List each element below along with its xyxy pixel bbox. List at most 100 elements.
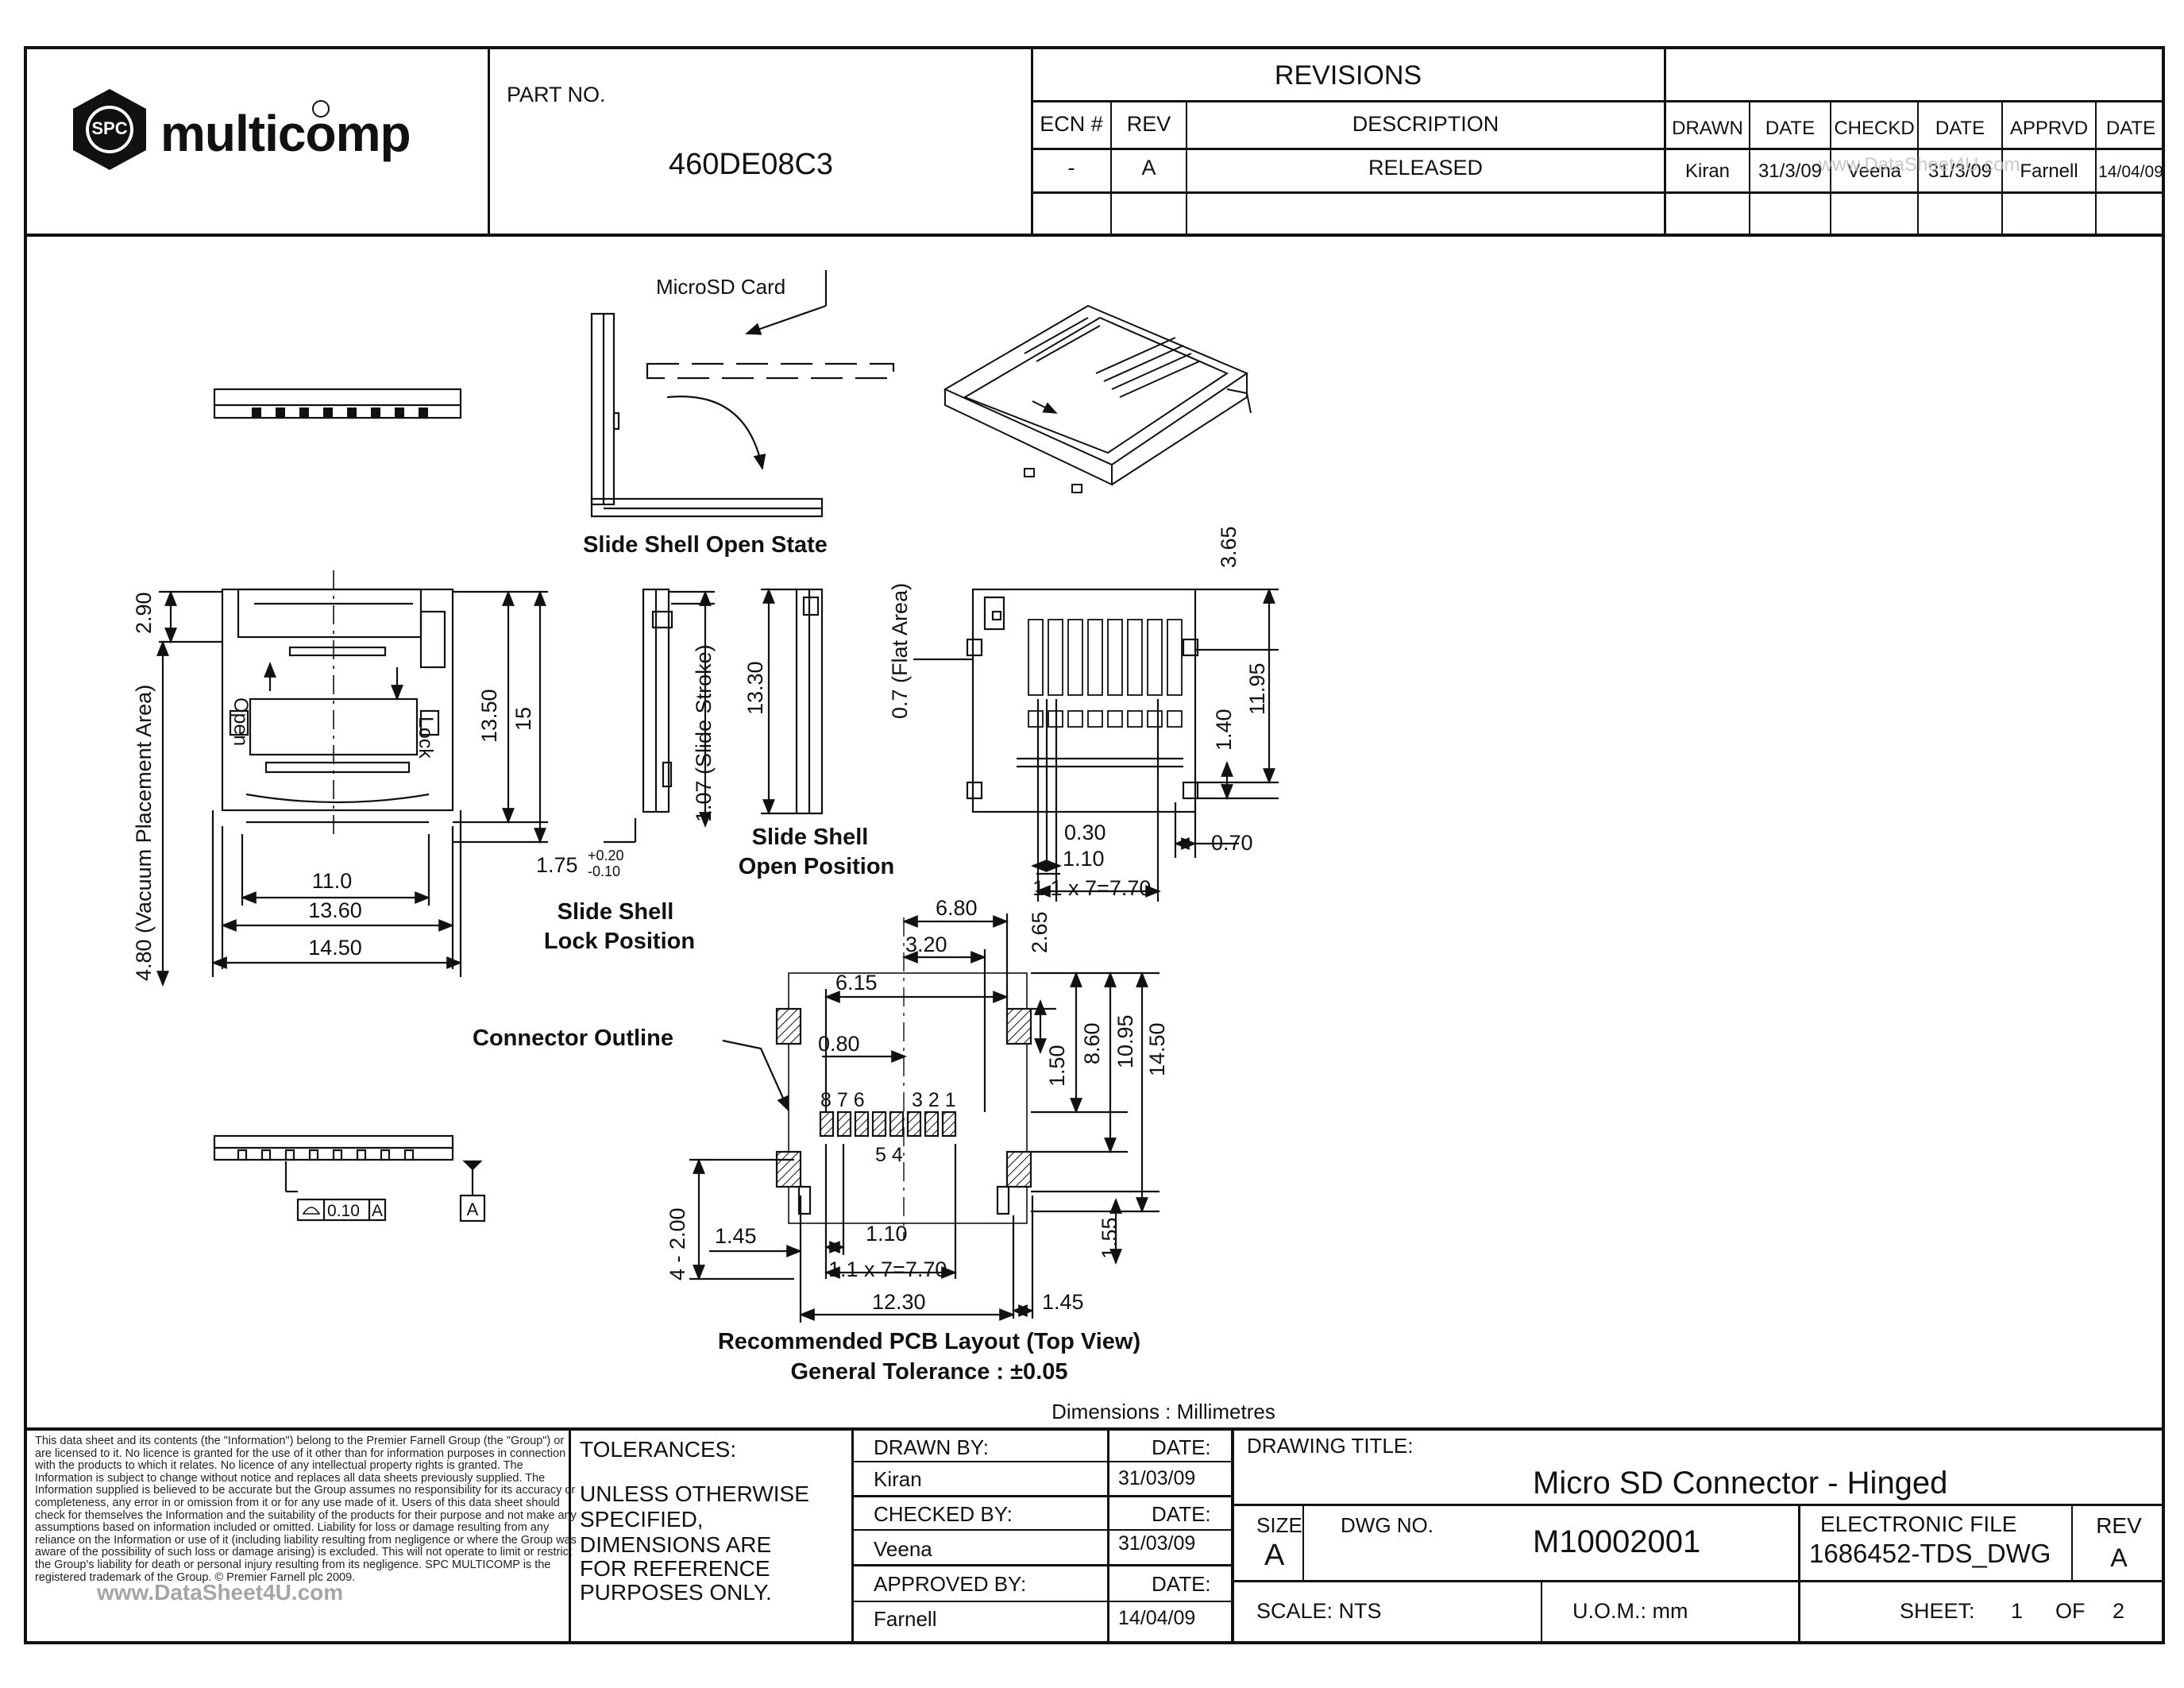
dim-1195: 11.95 — [1245, 662, 1269, 715]
sign-col-date2: DATE — [1935, 118, 1985, 139]
sign-col-date3: DATE — [2105, 118, 2156, 139]
rev-value: A — [2110, 1543, 2128, 1572]
dim-615: 6.15 — [835, 971, 878, 995]
rev-label: REV — [2096, 1513, 2142, 1538]
dim-1450b: 14.50 — [1145, 1022, 1169, 1076]
header-watermark: www.DataSheet4U.com — [1819, 154, 2020, 176]
label-pcb-layout: Recommended PCB Layout (Top View) — [718, 1329, 1140, 1354]
electronic-file-label: ELECTRONIC FILE — [1820, 1512, 2017, 1536]
dim-155: 1.55 — [1098, 1217, 1121, 1259]
approved-date-value: 14/04/09 — [1118, 1607, 1196, 1629]
sign-row-date1: 31/3/09 — [1758, 160, 1823, 182]
dim-07-flat: 0.7 (Flat Area) — [888, 583, 912, 719]
tolerances-line-1: UNLESS OTHERWISE — [580, 1481, 809, 1506]
side-view-bottom — [213, 1134, 486, 1223]
tolerances-label: TOLERANCES: — [580, 1437, 737, 1462]
dim-110c: 1.10 — [866, 1222, 908, 1246]
label-lock-position-2: Lock Position — [544, 929, 695, 954]
pin-labels-321: 3 2 1 — [912, 1089, 956, 1111]
sign-col-checkd: CHECKD — [1834, 118, 1915, 139]
dim-680: 6.80 — [936, 896, 978, 920]
part-no-value: 460DE08C3 — [669, 148, 834, 181]
sign-col-drawn: DRAWN — [1672, 118, 1743, 139]
checked-date-label: DATE: — [1152, 1502, 1211, 1526]
top-view — [156, 570, 548, 987]
dim-1330: 13.30 — [743, 661, 767, 715]
drawing-title: Micro SD Connector - Hinged — [1533, 1466, 1948, 1501]
dim-110b: 1.10 — [1063, 847, 1105, 871]
revisions-title: REVISIONS — [1274, 60, 1422, 91]
uom-text: U.O.M.: mm — [1572, 1599, 1688, 1623]
dim-145b: 1.45 — [1042, 1290, 1084, 1314]
label-microsd-card: MicroSD Card — [656, 275, 785, 299]
tolerances-line-3: DIMENSIONS ARE — [580, 1532, 772, 1557]
dim-4x200: 4 - 2.00 — [666, 1207, 689, 1280]
label-open-state: Slide Shell Open State — [583, 532, 828, 558]
dim-175-tol-up: +0.20 — [588, 848, 624, 863]
label-lock-position-1: Slide Shell — [558, 899, 674, 925]
drawn-date-value: 31/03/09 — [1118, 1467, 1196, 1489]
dim-175-tol-dn: -0.10 — [588, 863, 620, 879]
dim-145: 1.45 — [715, 1224, 757, 1248]
rev-row-ecn: - — [1067, 156, 1075, 180]
approved-by-value: Farnell — [874, 1607, 937, 1631]
dim-365: 3.65 — [1217, 526, 1241, 568]
dim-110: 11.0 — [312, 869, 353, 893]
brand-name: multicomp — [160, 105, 411, 162]
drawing-title-label: DRAWING TITLE: — [1247, 1434, 1414, 1458]
approved-by-label: APPROVED BY: — [874, 1572, 1027, 1596]
dim-080: 0.80 — [818, 1032, 860, 1056]
dim-290: 2.90 — [132, 592, 156, 634]
size-label: SIZE — [1256, 1513, 1302, 1537]
checked-by-value: Veena — [874, 1537, 932, 1561]
part-no-label: PART NO. — [507, 83, 606, 106]
pcb-layout — [689, 914, 1160, 1323]
label-dimensions-units: Dimensions : Millimetres — [1051, 1400, 1275, 1423]
dim-860: 8.60 — [1080, 1022, 1104, 1064]
sign-row-date3: 14/04/09 — [2098, 163, 2163, 181]
drawn-by-value: Kiran — [874, 1467, 922, 1491]
label-open: Open — [230, 697, 252, 746]
legal-watermark: www.DataSheet4U.com — [97, 1580, 344, 1605]
spc-logo-text: SPC — [91, 118, 128, 138]
sign-row-drawn: Kiran — [1684, 160, 1731, 182]
rev-col-rev: REV — [1126, 112, 1171, 136]
sign-col-date1: DATE — [1765, 118, 1815, 139]
dim-320: 3.20 — [905, 933, 947, 956]
trademark-icon — [312, 100, 330, 118]
rev-row-description: RELEASED — [1368, 156, 1484, 180]
datum-a-label: A — [467, 1199, 479, 1219]
dim-1230: 12.30 — [872, 1290, 926, 1314]
checked-date-value: 31/03/09 — [1118, 1532, 1196, 1555]
pin-labels-54: 5 4 — [875, 1144, 903, 1166]
spc-logo-icon — [73, 89, 146, 170]
bottom-view — [913, 588, 1279, 902]
legal-disclaimer: This data sheet and its contents (the "I… — [35, 1435, 577, 1584]
rev-col-description: DESCRIPTION — [1352, 112, 1499, 136]
dim-150: 1.50 — [1045, 1045, 1069, 1087]
flatness-datum: A — [372, 1202, 383, 1220]
isometric-view — [943, 304, 1252, 493]
electronic-file-value: 1686452-TDS_DWG — [1809, 1539, 2051, 1568]
sheet-value: 1 — [2011, 1599, 2024, 1623]
label-general-tolerance: General Tolerance : ±0.05 — [790, 1359, 1067, 1385]
dim-1450: 14.50 — [308, 936, 362, 960]
tolerances-line-4: FOR REFERENCE — [580, 1556, 770, 1581]
pin-labels-876: 8 7 6 — [820, 1089, 865, 1111]
sign-row-date2: 31/3/09 — [1927, 160, 1993, 182]
sign-col-apprvd: APPRVD — [2009, 118, 2089, 139]
drawn-date-label: DATE: — [1152, 1435, 1211, 1459]
open-state-view — [590, 270, 895, 518]
drawing-frame — [24, 46, 2165, 1644]
approved-date-label: DATE: — [1152, 1572, 1211, 1596]
rev-col-ecn: ECN # — [1040, 112, 1103, 136]
label-lock: Lock — [415, 717, 437, 759]
sign-row-apprvd: Farnell — [2020, 160, 2078, 182]
dim-1350: 13.50 — [477, 689, 501, 743]
technical-drawing: MicroSD Card Slide Shell Open State Slid… — [132, 270, 1279, 1423]
dim-107-slide: 1.07 (Slide Stroke) — [692, 644, 716, 822]
side-view-lock — [604, 588, 715, 844]
side-view-open — [761, 588, 824, 815]
tolerances-line-2: SPECIFIED, — [580, 1507, 704, 1532]
dim-770b: 1.1 x 7=7.70 — [828, 1257, 947, 1281]
